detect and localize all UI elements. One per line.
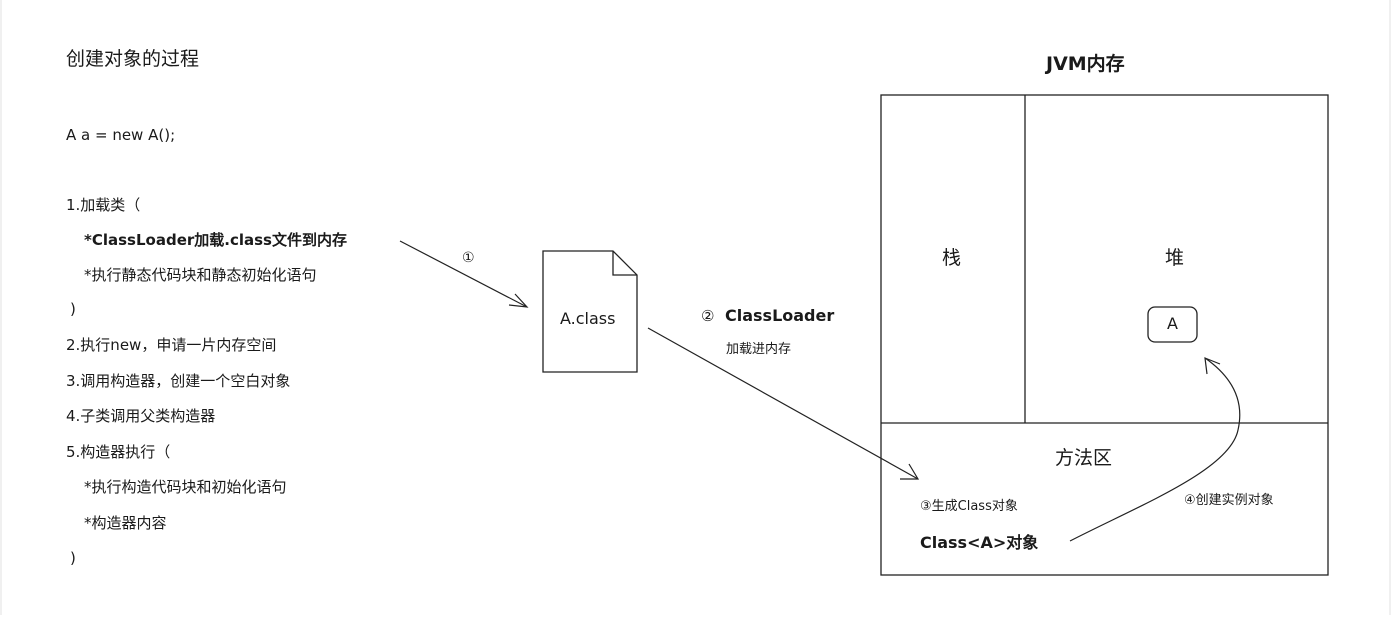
file-corner-fold bbox=[612, 251, 637, 276]
step-1-close: ) bbox=[70, 300, 76, 318]
arrow-2-label: ClassLoader bbox=[725, 306, 835, 325]
class-object-label: Class<A>对象 bbox=[920, 533, 1039, 552]
step-5b: *构造器内容 bbox=[84, 514, 167, 532]
file-label: A.class bbox=[560, 309, 616, 328]
instance-box bbox=[1147, 306, 1198, 343]
arrow-4-curve bbox=[1069, 357, 1241, 542]
arrow-2-number: ② bbox=[701, 307, 715, 325]
step-4: 4.子类调用父类构造器 bbox=[66, 407, 216, 425]
arrow-1-line bbox=[399, 240, 528, 308]
step-5: 5.构造器执行（ bbox=[66, 443, 171, 461]
step-1b: *执行静态代码块和静态初始化语句 bbox=[84, 266, 317, 284]
arrow-2-head bbox=[900, 463, 920, 480]
step-2: 2.执行new，申请一片内存空间 bbox=[66, 336, 277, 354]
stack-label: 栈 bbox=[942, 247, 962, 269]
arrow-2-sublabel: 加载进内存 bbox=[726, 342, 792, 357]
arrow-4-head bbox=[1204, 357, 1221, 375]
arrow-3-label: ③生成Class对象 bbox=[920, 499, 1018, 514]
step-1a: *ClassLoader加载.class文件到内存 bbox=[84, 231, 347, 249]
arrow-1-label: ① bbox=[462, 250, 475, 266]
page-title: 创建对象的过程 bbox=[66, 48, 200, 70]
code-line: A a = new A(); bbox=[66, 126, 176, 144]
instance-label: A bbox=[1167, 314, 1178, 333]
heap-label: 堆 bbox=[1165, 247, 1185, 269]
arrow-1-head bbox=[508, 293, 529, 308]
jvm-title: JVM内存 bbox=[1046, 53, 1125, 75]
step-3: 3.调用构造器，创建一个空白对象 bbox=[66, 372, 291, 390]
file-icon bbox=[542, 250, 638, 373]
method-area-label: 方法区 bbox=[1055, 447, 1113, 469]
step-5a: *执行构造代码块和初始化语句 bbox=[84, 478, 287, 496]
step-1: 1.加载类（ bbox=[66, 196, 141, 214]
arrow-2-line bbox=[647, 327, 919, 480]
step-5-close: ) bbox=[70, 549, 76, 567]
jvm-memory-box bbox=[880, 94, 1329, 576]
arrow-4-label: ④创建实例对象 bbox=[1184, 493, 1274, 508]
